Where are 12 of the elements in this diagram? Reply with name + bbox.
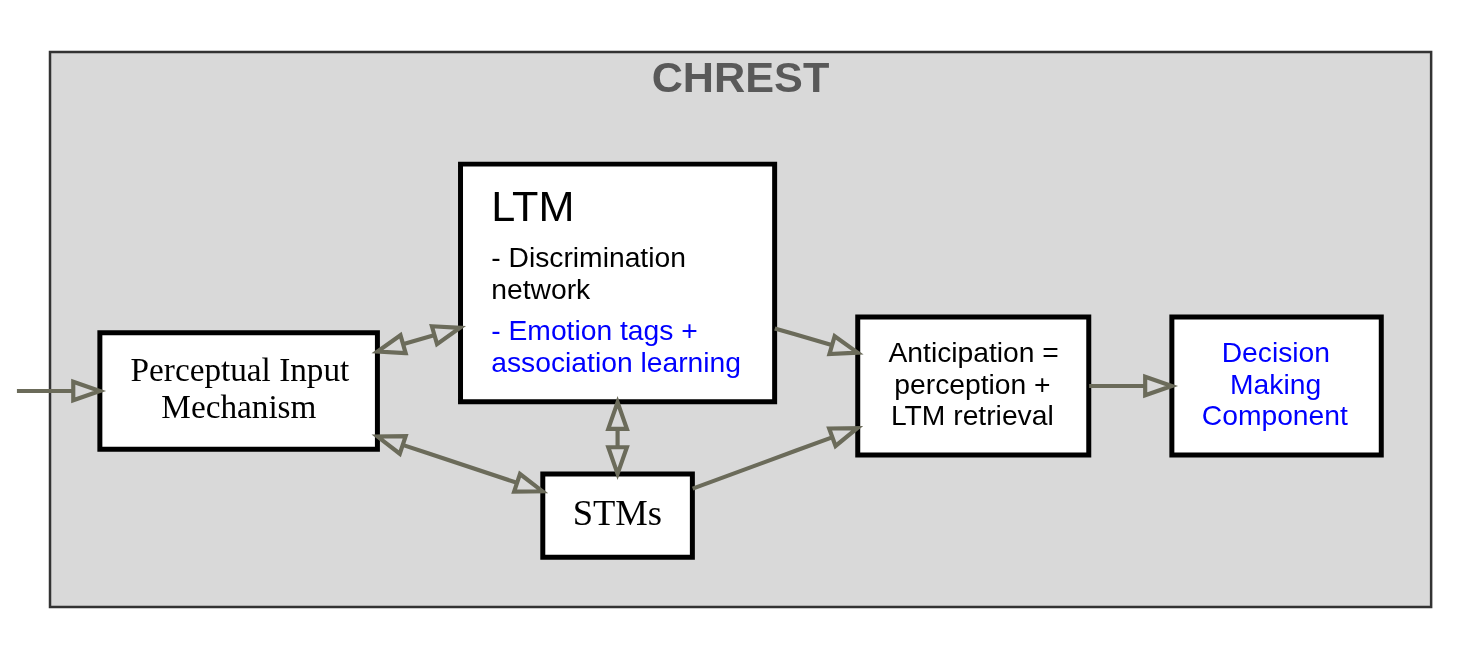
node-box: LTM - Discrimination network - Emotion tags + association learning bbox=[458, 161, 778, 405]
node-box: Decision Making Component bbox=[1169, 314, 1384, 458]
arrow bbox=[16, 378, 107, 404]
node-box: Anticipation = perception + LTM retrieval bbox=[855, 314, 1092, 458]
node-box: Perceptual Input Mechanism bbox=[97, 330, 380, 452]
arrow bbox=[1089, 373, 1179, 399]
arrow bbox=[605, 395, 630, 481]
node-box: STMs bbox=[540, 471, 695, 560]
arrow bbox=[774, 326, 864, 357]
arrow bbox=[371, 433, 549, 494]
arrow bbox=[691, 425, 864, 491]
arrow bbox=[371, 323, 467, 356]
